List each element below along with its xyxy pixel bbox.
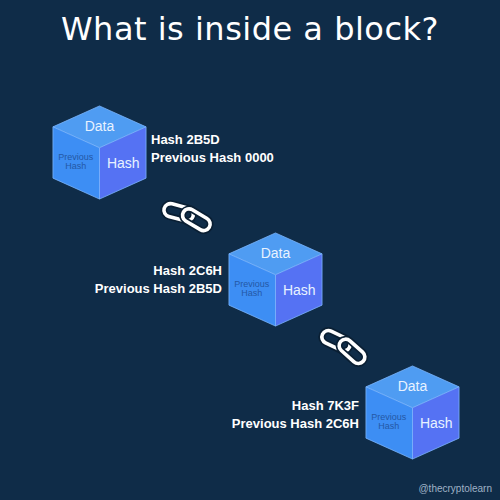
hash-caption: Hash 2C6H (95, 262, 222, 280)
hash-caption: Hash 2B5D (151, 131, 274, 149)
previous-hash-field: Previous Hash (55, 153, 97, 172)
watermark: @thecryptolearn (418, 483, 492, 494)
hash-field: Hash (413, 416, 461, 431)
previous-hash-field: Previous Hash (231, 280, 273, 299)
hash-field: Hash (100, 156, 148, 171)
block-node: DataPrevious HashHashHash 7K3FPrevious H… (365, 365, 460, 460)
data-field: Data (388, 379, 437, 394)
block-node: DataPrevious HashHashHash 2C6HPrevious H… (228, 232, 323, 327)
chain-link-connector (162, 202, 212, 233)
hash-caption: Previous Hash 0000 (151, 149, 274, 167)
hash-caption: Hash 7K3F (232, 397, 359, 415)
data-field: Data (75, 119, 124, 134)
block-caption: Hash 2C6HPrevious Hash 2B5D (95, 262, 222, 298)
chain-link-connector (320, 328, 368, 366)
previous-hash-field: Previous Hash (368, 413, 410, 432)
data-field: Data (251, 246, 300, 261)
block-caption: Hash 2B5DPrevious Hash 0000 (151, 131, 274, 167)
block-node: DataPrevious HashHashHash 2B5DPrevious H… (52, 105, 147, 200)
hash-field: Hash (276, 283, 324, 298)
block-caption: Hash 7K3FPrevious Hash 2C6H (232, 397, 359, 433)
hash-caption: Previous Hash 2C6H (232, 415, 359, 433)
diagram-title: What is inside a block? (0, 10, 500, 48)
hash-caption: Previous Hash 2B5D (95, 280, 222, 298)
